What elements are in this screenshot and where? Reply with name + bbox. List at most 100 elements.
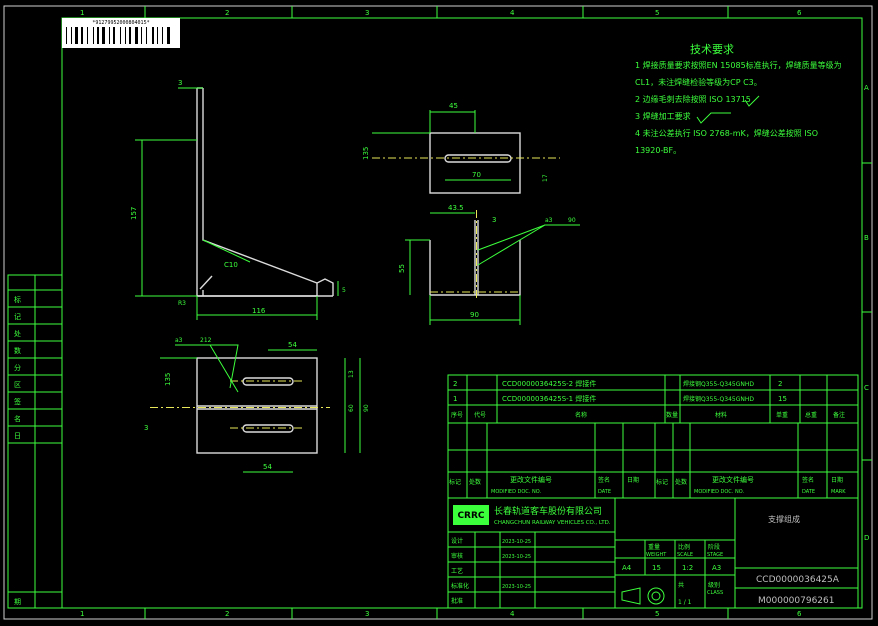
- barcode-bar: [129, 27, 131, 44]
- grid-bottom-6: 6: [797, 610, 802, 618]
- parts-h-0: 序号: [451, 411, 463, 419]
- sign-0: 设计: [451, 537, 463, 545]
- barcode-bar: [162, 27, 163, 44]
- stage-label: 阶段: [708, 543, 720, 551]
- barcode-text: *91279952000804015*: [92, 20, 149, 26]
- company-cn: 长春轨道客车股份有限公司: [494, 505, 602, 517]
- dim-plan-slot: 54: [288, 341, 297, 349]
- sign-1: 审核: [451, 552, 463, 560]
- strip-8: 日: [14, 432, 21, 440]
- scale-en: SCALE: [677, 552, 693, 558]
- strip-0: 标: [14, 295, 21, 304]
- weight-label: 重量: [648, 543, 660, 551]
- dim-front-radius: R3: [178, 300, 186, 307]
- barcode: *91279952000804015*: [62, 18, 180, 48]
- dim-side-w2: 90: [470, 311, 479, 319]
- weld-plan: a3: [175, 337, 183, 344]
- front-view: 157 3 116 C10 R3 5: [130, 79, 346, 320]
- tech-req-line-6: 13920-BF。: [635, 146, 681, 155]
- parts-row-2-no: 2: [453, 380, 457, 388]
- parts-h-5: 单重: [776, 411, 788, 419]
- weight-en: WEIGHT: [646, 552, 667, 558]
- grid-right-c: C: [864, 384, 869, 392]
- barcode-bar: [102, 27, 105, 44]
- title-block: CRRC 长春轨道客车股份有限公司 CHANGCHUN RAILWAY VEHI…: [447, 497, 859, 609]
- tech-req-line-4: 3 焊缝加工要求: [635, 111, 691, 121]
- strip-5: 区: [14, 381, 21, 389]
- dim-front-chamfer: C10: [224, 261, 238, 269]
- rev-l-2: 更改文件编号: [510, 475, 552, 484]
- strip-3: 数: [14, 346, 21, 355]
- rev-e-1: DATE: [598, 489, 611, 495]
- projection-symbol: [621, 587, 641, 605]
- strip-6: 签: [14, 397, 21, 406]
- barcode-bar: [152, 27, 154, 44]
- rev-l-6: 处数: [675, 478, 687, 486]
- tech-req-line-3: 2 边缘毛刺去除按照 ISO 13715: [635, 94, 751, 104]
- size-value: A4: [622, 564, 632, 572]
- barcode-bar: [167, 27, 170, 44]
- barcode-bar: [97, 27, 99, 44]
- dim-plan-t: 3: [144, 424, 148, 432]
- weld-side: a3: [545, 217, 553, 224]
- strip-7: 名: [14, 414, 21, 423]
- dim-front-height: 157: [130, 207, 138, 220]
- grid-top-5: 5: [655, 9, 659, 17]
- parts-row-1-no: 1: [453, 395, 457, 403]
- parts-row-1-material: 焊接钢Q355-Q345GNHD: [683, 395, 754, 403]
- grid-bottom-4: 4: [510, 610, 515, 618]
- parts-h-3: 数量: [666, 411, 678, 419]
- roughness-symbol-2: [696, 112, 731, 124]
- dim-side-w: 43.5: [448, 204, 464, 212]
- dim-front-width: 116: [252, 307, 266, 315]
- strip-4: 分: [14, 363, 21, 372]
- parts-h-2: 名称: [575, 411, 587, 419]
- doc-number: CCD0000036425A: [756, 575, 840, 585]
- grid-top-3: 3: [365, 9, 369, 17]
- weight-value: 15: [652, 564, 661, 572]
- dim-front-thk: 3: [178, 79, 182, 87]
- rev-e-4: MARK: [831, 489, 846, 495]
- barcode-bar: [75, 27, 78, 44]
- strip-1: 记: [14, 313, 21, 321]
- part-name: 支撑组成: [768, 514, 800, 524]
- barcode-bar: [71, 27, 72, 44]
- dim-side-t: 3: [492, 216, 496, 224]
- barcode-bar: [120, 27, 121, 44]
- dim-plan-h2: 13: [348, 370, 355, 378]
- parts-row-1-qty: 15: [778, 395, 787, 403]
- grid-right-d: D: [864, 534, 869, 542]
- rev-l-5: 标记: [656, 478, 668, 486]
- dim-front-edge: 5: [342, 287, 346, 294]
- strip-2: 处: [14, 329, 21, 338]
- dim-plan-h3: 60: [348, 404, 355, 412]
- dim-top-slot: 70: [472, 171, 481, 179]
- dim-top-height: 135: [362, 147, 370, 160]
- tech-req-line-5: 4 未注公差执行 ISO 2768-mK，焊缝公差按照 ISO: [635, 128, 818, 138]
- rev-e-0: MODIFIED DOC. NO.: [491, 489, 541, 495]
- grid-bottom-1: 1: [80, 610, 84, 618]
- tech-req-title: 技术要求: [690, 43, 734, 56]
- parts-h-7: 备注: [833, 411, 845, 419]
- grid-top-2: 2: [225, 9, 229, 17]
- dim-plan-bottom: 54: [263, 463, 272, 471]
- grid-top-1: 1: [80, 9, 84, 17]
- grid-top-6: 6: [797, 9, 802, 17]
- scale-label: 比例: [678, 543, 690, 551]
- parts-row-2-material: 焊接钢Q355-Q345GNHD: [683, 380, 754, 388]
- left-revision-strip: 标 记 处 数 分 区 签 名 日 期: [7, 274, 63, 609]
- dim-plan-h4: 90: [363, 404, 370, 412]
- rev-l-8: 签名: [802, 476, 814, 484]
- sign-2: 工艺: [451, 567, 463, 575]
- barcode-bar: [113, 27, 115, 44]
- scale-value: 1:2: [682, 564, 693, 572]
- weld-plan-len: 212: [200, 337, 212, 344]
- barcode-bar: [93, 27, 94, 44]
- barcode-bar: [66, 27, 67, 44]
- parts-h-6: 总重: [805, 411, 817, 419]
- side-view: 43.5 3 55 90 a3 90: [398, 204, 580, 325]
- sign-3: 标准化: [451, 582, 469, 590]
- barcode-bar: [146, 27, 147, 44]
- company-en: CHANGCHUN RAILWAY VEHICLES CO., LTD.: [494, 520, 611, 526]
